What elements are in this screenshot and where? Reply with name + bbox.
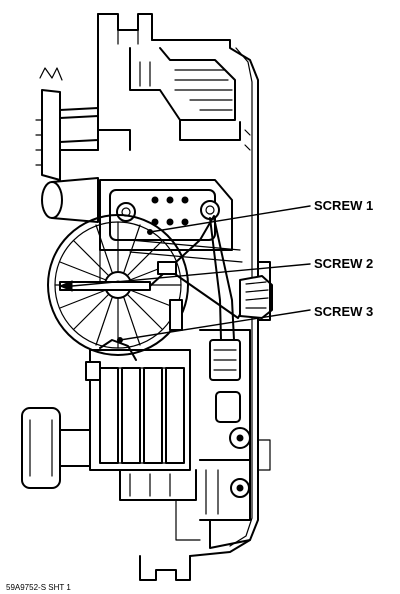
spoked-wheel	[47, 214, 189, 356]
upper-frame	[129, 47, 251, 151]
reference-number: 59A9752-S SHT 1	[6, 583, 71, 592]
side-connector	[239, 261, 273, 321]
callout-screw-1: SCREW 1	[314, 198, 373, 213]
leader-line-screw-1	[149, 205, 311, 233]
callout-screw-3: SCREW 3	[314, 304, 373, 319]
dial-gauge	[21, 407, 91, 489]
leader-lines	[71, 205, 311, 343]
leader-line-screw-2	[71, 263, 311, 287]
solenoid-stack	[85, 339, 197, 501]
lower-right-components	[175, 329, 271, 549]
motor-rod-assembly	[35, 67, 131, 223]
leader-line-screw-3	[119, 309, 311, 341]
callout-screw-2: SCREW 2	[314, 256, 373, 271]
